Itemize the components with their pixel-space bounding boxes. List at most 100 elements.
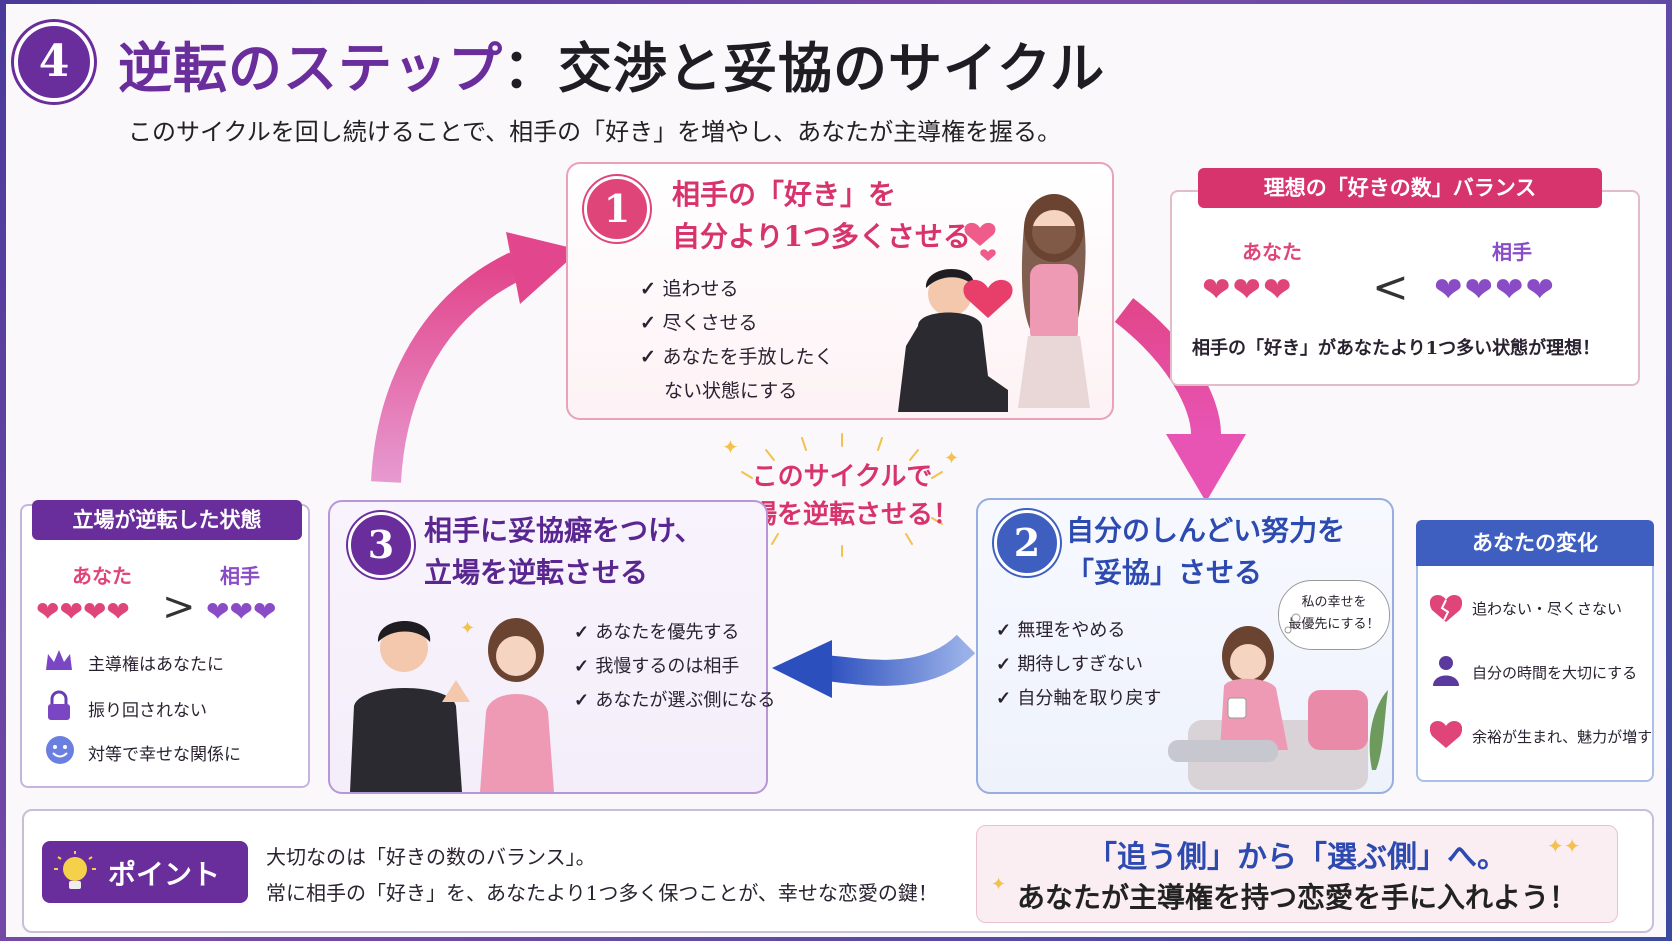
- reversed-comparator: >: [162, 584, 196, 630]
- step1-number: 1: [584, 176, 650, 242]
- lightbulb-icon: [54, 851, 96, 889]
- smile-icon: [44, 734, 76, 766]
- point-bar: ポイント 大切なのは「好きの数のバランス」。 常に相手の「好き」を、あなたより1…: [22, 809, 1654, 933]
- step1-item: 尽くさせる: [640, 306, 834, 340]
- point-label: ポイント: [108, 858, 221, 891]
- ideal-balance-box: 理想の「好きの数」バランス あなた 相手 ❤❤❤ < ❤❤❤❤ 相手の「好き」が…: [1170, 168, 1640, 386]
- heart-icon: ❤: [36, 595, 60, 628]
- step3-title-line2: 立場を逆転させる: [424, 556, 649, 589]
- step3-item: 我慢するのは相手: [574, 650, 775, 684]
- change-row-text: 余裕が生まれ、魅力が増す: [1472, 728, 1653, 746]
- heart-icon: ❤: [1434, 270, 1465, 310]
- change-box: あなたの変化 追わない・尽くさない 自分の時間を大切にする 余裕が生まれ、魅力が…: [1416, 520, 1654, 782]
- step2-number: 2: [994, 510, 1060, 576]
- step1-title-line2: 自分より1つ多くさせる: [672, 220, 971, 253]
- thought-line2: 最優先にする！: [1288, 617, 1380, 632]
- reversed-you-hearts: ❤❤❤❤: [36, 592, 130, 632]
- sparkle-icon: ✦✦: [1547, 834, 1581, 858]
- reversed-state-box: 立場が逆転した状態 あなた 相手 ❤❤❤❤ > ❤❤❤ 主導権はあなたに 振り回…: [20, 500, 310, 788]
- heart-icon: ❤: [206, 595, 230, 628]
- step3-title-line1: 相手に妥協癖をつけ、: [424, 514, 703, 547]
- heart-icon: ❤: [106, 595, 130, 628]
- step1-item-continued: ない状態にする: [664, 380, 798, 402]
- arrow-step3-to-step1: [371, 232, 580, 483]
- heart-icon: [1429, 718, 1463, 748]
- balance-partner-label: 相手: [1492, 240, 1532, 264]
- broken-heart-icon: [1429, 592, 1463, 622]
- page-title: 逆転のステップ：交渉と妥協のサイクル: [118, 24, 1105, 103]
- step2-item: 自分軸を取り戻す: [996, 682, 1161, 716]
- arrow-step2-to-step3: [772, 634, 976, 698]
- svg-text:✦: ✦: [944, 448, 959, 469]
- reversed-partner-label: 相手: [220, 564, 260, 588]
- reversed-partner-hearts: ❤❤❤: [206, 592, 276, 632]
- cycle-arrows: [371, 232, 1246, 698]
- heart-icon: ❤: [59, 595, 83, 628]
- step1-checklist: 追わせる 尽くさせる あなたを手放したく: [640, 272, 834, 374]
- change-box-title: あなたの変化: [1416, 520, 1654, 566]
- heart-icon: ❤: [1263, 270, 1294, 310]
- step3-item: あなたが選ぶ側になる: [574, 684, 775, 718]
- burst-line1: このサイクルで: [751, 462, 933, 492]
- person-icon: [1430, 654, 1462, 686]
- step2-item: 期待しすぎない: [996, 648, 1161, 682]
- heart-icon: ❤: [1232, 270, 1263, 310]
- heart-icon: ❤: [229, 595, 253, 628]
- step1-item: あなたを手放したく: [640, 340, 834, 374]
- step1-couple-illustration: [898, 194, 1090, 412]
- ideal-balance-title: 理想の「好きの数」バランス: [1198, 168, 1602, 208]
- step2-title-line2: 「妥協」させる: [1066, 556, 1263, 589]
- crown-icon: [44, 646, 74, 676]
- balance-you-hearts: ❤❤❤: [1202, 270, 1294, 310]
- heart-icon: ❤: [82, 595, 107, 628]
- heart-icon: ❤: [1464, 270, 1495, 310]
- step2-title-line1: 自分のしんどい努力を: [1066, 514, 1346, 547]
- reversed-row-text: 主導権はあなたに: [88, 655, 224, 675]
- floating-heart-icon: [964, 222, 996, 261]
- step3-item: あなたを優先する: [574, 616, 775, 650]
- callout-line2: あなたが主導権を持つ恋愛を手に入れよう！: [1016, 881, 1577, 914]
- lock-icon: [44, 690, 74, 722]
- change-row-text: 追わない・尽くさない: [1472, 600, 1623, 618]
- reversed-you-label: あなた: [72, 564, 132, 588]
- step3-couple-illustration: ✦: [350, 618, 554, 792]
- balance-comparator: <: [1372, 262, 1409, 313]
- praying-hands: [442, 680, 470, 702]
- heart-icon: ❤: [1202, 270, 1233, 310]
- reversed-state-title: 立場が逆転した状態: [32, 500, 302, 540]
- balance-you-label: あなた: [1242, 240, 1302, 264]
- change-row-text: 自分の時間を大切にする: [1472, 664, 1638, 682]
- balance-partner-hearts: ❤❤❤❤: [1434, 270, 1556, 310]
- svg-text:✦: ✦: [460, 618, 475, 639]
- title-part1: 逆転のステップ: [118, 36, 503, 100]
- step3-number: 3: [348, 512, 414, 578]
- heart-icon: ❤: [252, 595, 277, 628]
- step3-checklist: あなたを優先する 我慢するのは相手 あなたが選ぶ側になる: [574, 616, 775, 718]
- step2-item: 無理をやめる: [996, 614, 1161, 648]
- step2-checklist: 無理をやめる 期待しすぎない 自分軸を取り戻す: [996, 614, 1161, 716]
- reversed-row-text: 振り回されない: [88, 701, 207, 721]
- point-line1: 大切なのは「好きの数のバランス」。: [266, 845, 596, 869]
- held-heart-icon: [963, 279, 1013, 318]
- step-number-badge: 4: [14, 22, 94, 102]
- thought-line1: 私の幸せを: [1301, 595, 1367, 610]
- infographic-canvas: 4 逆転のステップ：交渉と妥協のサイクル このサイクルを回し続けることで、相手の…: [6, 4, 1666, 937]
- svg-text:✦: ✦: [722, 435, 739, 459]
- step1-item: 追わせる: [640, 272, 834, 306]
- step2-relaxing-woman-illustration: [1168, 613, 1388, 790]
- reversed-row-text: 対等で幸せな関係に: [88, 745, 241, 765]
- heart-icon: ❤: [1525, 270, 1556, 310]
- page-subtitle: このサイクルを回し続けることで、相手の「好き」を増やし、あなたが主導権を握る。: [128, 118, 1062, 146]
- title-part2: 交渉と妥協のサイクル: [558, 36, 1106, 100]
- step3-card: 3 相手に妥協癖をつけ、 立場を逆転させる あなたを優先する 我慢するのは相手 …: [328, 500, 775, 794]
- callout-line1: 「追う側」から「選ぶ側」へ。: [1087, 840, 1507, 875]
- point-line2: 常に相手の「好き」を、あなたより1つ多く保つことが、幸せな恋愛の鍵！: [266, 881, 938, 905]
- balance-caption: 相手の「好き」があなたより1つ多い状態が理想！: [1192, 338, 1601, 359]
- step1-card: 1 相手の「好き」を 自分より1つ多くさせる 追わせる 尽くさせる あなたを手放…: [566, 162, 1114, 420]
- callout-box: 「追う側」から「選ぶ側」へ。 あなたが主導権を持つ恋愛を手に入れよう！ ✦✦ ✦: [976, 825, 1618, 923]
- point-label-box: ポイント: [42, 841, 248, 903]
- burst-rays: ✦ ✦: [722, 433, 959, 557]
- title-separator: ：: [503, 36, 558, 100]
- step1-title-line1: 相手の「好き」を: [672, 178, 897, 211]
